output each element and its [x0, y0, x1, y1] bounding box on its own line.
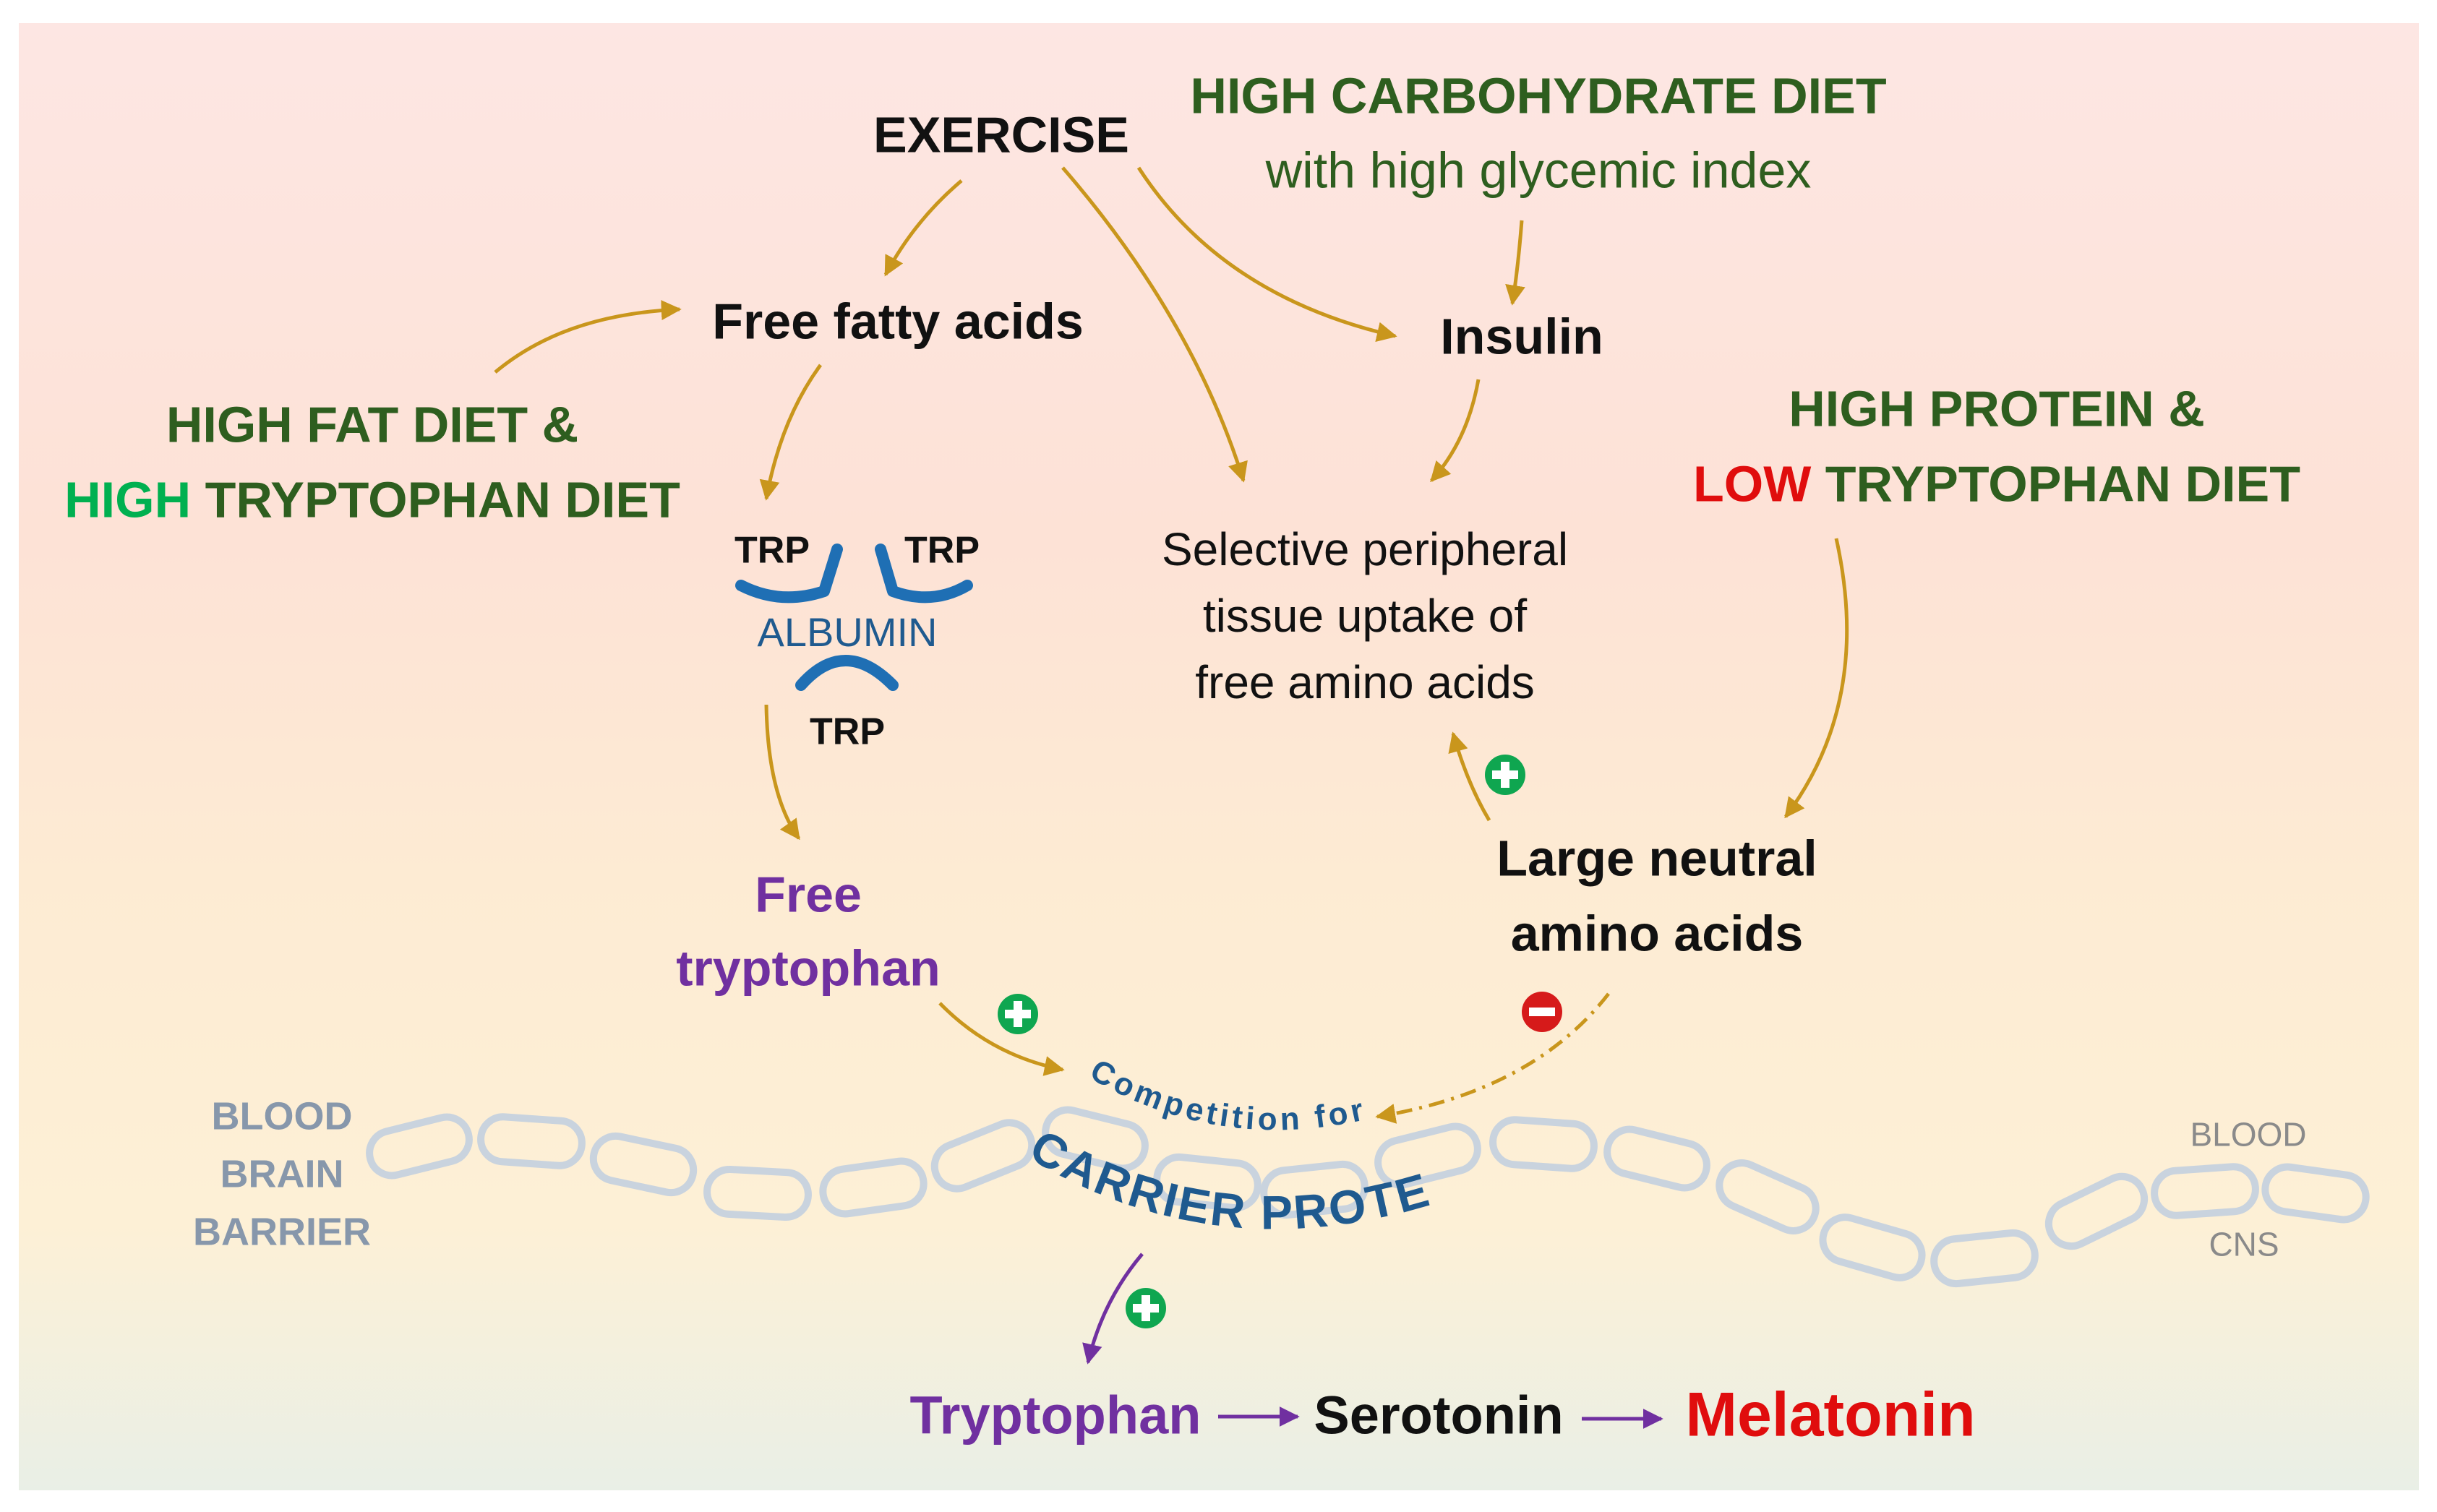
arrow-free-trp-to-carrier	[938, 1002, 1065, 1076]
high-carb-diet-subtitle: with high glycemic index	[1265, 142, 1812, 199]
high-tryptophan-diet-label: HIGH TRYPTOPHAN DIET	[64, 471, 680, 528]
arrow-albumin-to-free-trp	[764, 704, 801, 841]
gold-arrows	[494, 166, 1849, 1124]
insulin-label: Insulin	[1440, 308, 1603, 365]
arrow-protein-to-lnaa	[1783, 538, 1849, 819]
free-tryptophan-line-2: tryptophan	[676, 940, 941, 997]
uptake-line-2: tissue uptake of	[1202, 589, 1528, 642]
arrow-exercise-to-insulin	[1136, 166, 1397, 343]
background-panel	[19, 23, 2419, 1490]
blood-side-label: BLOOD	[2190, 1115, 2307, 1154]
arrow-insulin-to-uptake	[1430, 379, 1481, 483]
free-tryptophan-line-1: Free	[755, 866, 862, 923]
lnaa-line-1: Large neutral	[1496, 830, 1817, 887]
bbb-line-2: BRAIN	[220, 1152, 344, 1196]
fat-diet-tryptophan-text: TRYPTOPHAN DIET	[191, 471, 680, 528]
arrow-ffa-to-albumin	[759, 364, 823, 501]
melatonin-label: Melatonin	[1685, 1380, 1976, 1450]
trp-right-label: TRP	[904, 529, 980, 572]
protein-diet-tryptophan-text: TRYPTOPHAN DIET	[1811, 455, 2301, 512]
plus-circle-icon	[1126, 1288, 1166, 1328]
high-protein-diet-title: HIGH PROTEIN &	[1789, 380, 2205, 437]
plus-circle-icon	[1485, 755, 1525, 795]
uptake-line-3: free amino acids	[1195, 656, 1535, 708]
minus-circle-icon	[1522, 992, 1562, 1032]
albumin-binding-sites	[735, 544, 973, 691]
blood-brain-barrier-cells	[366, 1106, 2370, 1288]
trp-left-label: TRP	[734, 529, 810, 572]
purple-arrows	[1082, 1253, 1663, 1429]
uptake-line-1: Selective peripheral	[1161, 523, 1569, 575]
bbb-line-3: BARRIER	[192, 1210, 372, 1254]
arrow-lnaa-to-carrier	[1375, 992, 1610, 1124]
exercise-label: EXERCISE	[873, 106, 1129, 163]
high-carb-diet-title: HIGH CARBOHYDRATE DIET	[1190, 67, 1887, 124]
serotonin-label: Serotonin	[1314, 1385, 1564, 1446]
low-tryptophan-diet-label: LOW TRYPTOPHAN DIET	[1692, 455, 2301, 512]
high-highlight: HIGH	[64, 471, 192, 528]
plus-circle-icon	[998, 994, 1038, 1034]
arrow-exercise-to-uptake	[1061, 166, 1248, 483]
arrow-carrier-to-tryptophan	[1082, 1253, 1144, 1365]
cns-side-label: CNS	[2209, 1225, 2279, 1263]
high-fat-diet-title: HIGH FAT DIET &	[166, 396, 579, 453]
bbb-line-1: BLOOD	[211, 1094, 353, 1138]
lnaa-line-2: amino acids	[1510, 905, 1804, 962]
arrow-lnaa-to-uptake	[1448, 731, 1491, 822]
arrow-exercise-to-ffa	[883, 179, 963, 277]
arrow-carb-to-insulin	[1505, 220, 1525, 306]
albumin-label: ALBUMIN	[757, 609, 938, 656]
low-highlight: LOW	[1692, 455, 1812, 512]
free-fatty-acids-label: Free fatty acids	[712, 293, 1084, 350]
arrow-fat-to-ffa	[494, 300, 682, 374]
trp-bottom-label: TRP	[810, 710, 885, 753]
tryptophan-label: Tryptophan	[909, 1385, 1202, 1446]
